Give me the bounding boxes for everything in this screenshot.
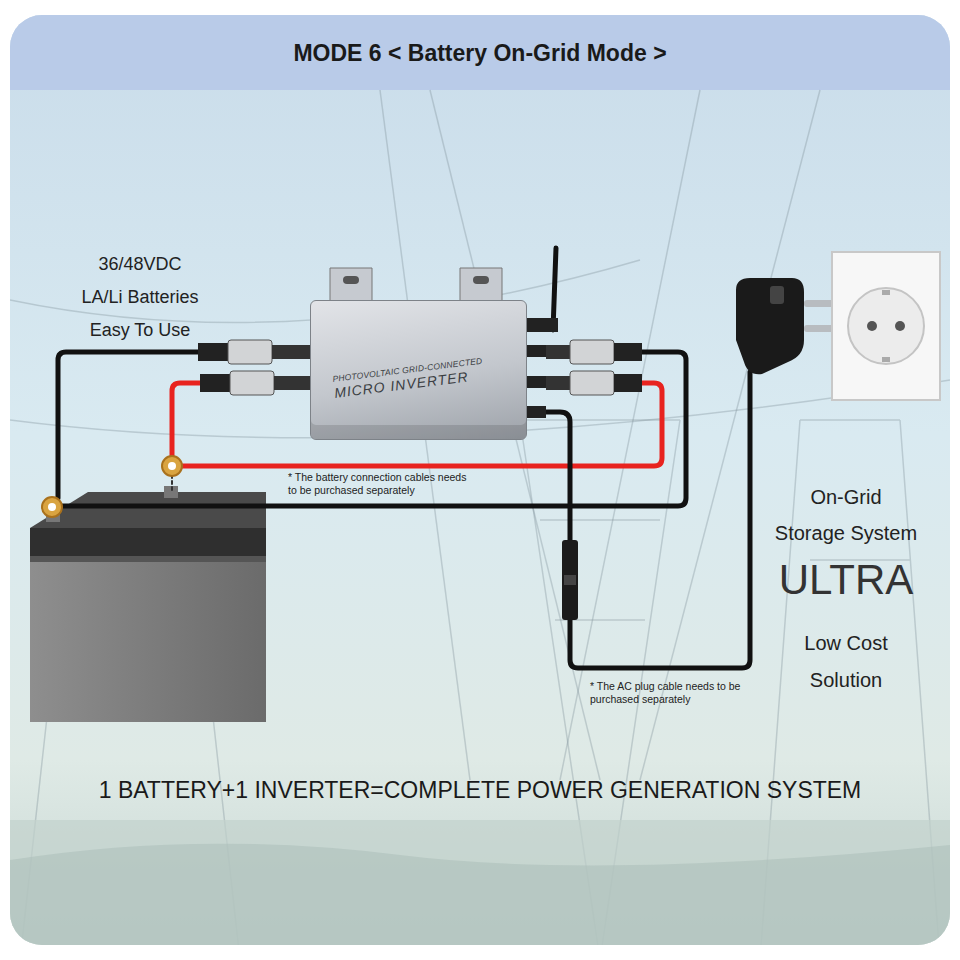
spec-label: Easy To Use [60,320,220,342]
inverter-box: PHOTOVOLTAIC GRID-CONNECTEDMICRO INVERTE… [310,300,527,440]
ring-terminals [42,456,182,517]
tagline: Solution [766,668,926,692]
purchase-note: * The battery connection cables needs to… [288,471,478,496]
spec-label: 36/48VDC [60,254,220,276]
inverter-label: PHOTOVOLTAIC GRID-CONNECTEDMICRO INVERTE… [332,352,514,402]
tagline: Low Cost [766,631,926,655]
purchase-note: * The AC plug cable needs to be purchase… [590,680,750,705]
spec-label: LA/Li Batteries [50,287,230,309]
tagline-big: ULTRA [746,555,946,605]
diagram-caption: 1 BATTERY+1 INVERTER=COMPLETE POWER GENE… [20,777,940,805]
tagline: On-Grid [766,485,926,509]
ac-connector [562,540,578,620]
ac-plug [736,278,834,374]
diagram-title: MODE 6 < Battery On-Grid Mode > [130,40,830,68]
wall-socket [832,252,940,400]
tagline: Storage System [756,521,936,545]
battery [30,486,266,722]
